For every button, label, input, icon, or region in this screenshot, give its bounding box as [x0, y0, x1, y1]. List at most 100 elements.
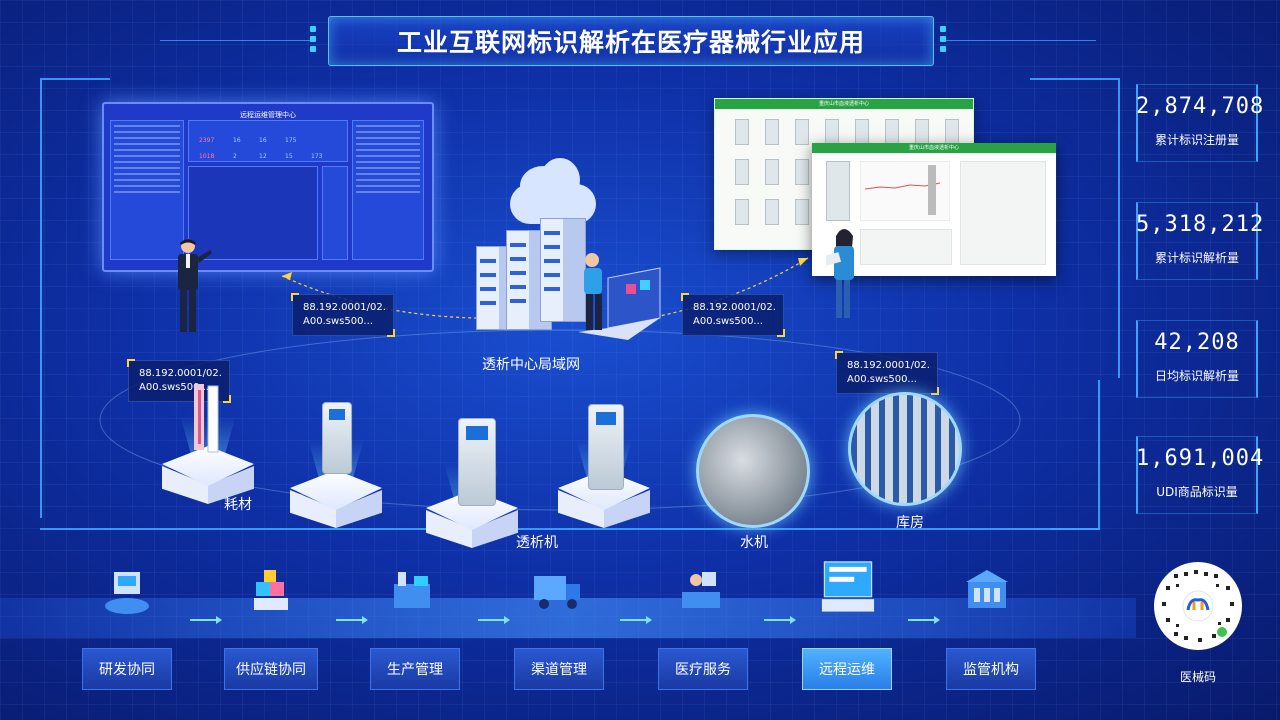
- flow-button-supply-chain[interactable]: 供应链协同: [224, 648, 318, 690]
- device-thumb: [765, 159, 779, 185]
- device-thumb: [735, 119, 749, 145]
- identifier-label: 88.192.0001/02. A00.sws500...: [681, 293, 785, 337]
- dashboard-panel-left: [110, 120, 184, 260]
- flow-button-remote-ops[interactable]: 远程运维: [802, 648, 892, 690]
- device-list-header: 重庆山市血液透析中心: [715, 99, 973, 109]
- stat-label: 日均标识解析量: [1154, 369, 1239, 383]
- stat-value: 2,874,708: [1136, 94, 1265, 119]
- device-thumb: [765, 119, 779, 145]
- device-params-panel: [860, 229, 952, 265]
- identifier-line: A00.sws500...: [303, 316, 373, 327]
- device-thumb: [765, 199, 779, 225]
- flow-arrow-icon: [478, 616, 510, 624]
- dashboard-panel-list: [322, 166, 348, 260]
- identifier-line: 88.192.0001/02.: [303, 302, 386, 313]
- warehouse-photo[interactable]: [848, 392, 962, 506]
- frame-bracket-right-lower: [1050, 380, 1100, 530]
- title-frame: 工业互联网标识解析在医疗器械行业应用: [328, 16, 934, 66]
- mini-program-qr-code[interactable]: [1154, 562, 1242, 650]
- dialysis-machine-icon[interactable]: [458, 418, 496, 506]
- rd-collaboration-icon: [105, 572, 149, 614]
- flow-arrow-icon: [190, 616, 222, 624]
- flow-button-channel[interactable]: 渠道管理: [514, 648, 604, 690]
- metric-value: 15: [285, 153, 293, 160]
- metric-value: 12: [259, 153, 267, 160]
- consumables-label: 耗材: [224, 497, 252, 513]
- stat-total-resolutions: 5,318,212 累计标识解析量: [1136, 202, 1265, 280]
- infusion-stand-icon[interactable]: [322, 402, 352, 474]
- consumables-icon[interactable]: [190, 380, 230, 456]
- stat-label: 累计标识解析量: [1154, 251, 1239, 265]
- flow-button-medical-service[interactable]: 医疗服务: [658, 648, 748, 690]
- presenter-person-icon: [178, 239, 212, 332]
- qr-pattern-icon: [1162, 570, 1234, 642]
- metric-value: 173: [311, 153, 323, 160]
- stat-label: 累计标识注册量: [1154, 133, 1239, 147]
- stat-value: 1,691,004: [1136, 446, 1265, 471]
- stat-value: 42,208: [1154, 330, 1240, 355]
- identifier-label: 88.192.0001/02. A00.sws500...: [835, 351, 939, 395]
- identifier-line: 88.192.0001/02.: [693, 302, 776, 313]
- identifier-line: 88.192.0001/02.: [847, 360, 930, 371]
- medical-service-icon: [682, 572, 720, 608]
- device-thumb: [735, 199, 749, 225]
- device-thumb: [795, 159, 809, 185]
- dashboard-title: 远程运维管理中心: [240, 111, 296, 119]
- flow-button-label: 监管机构: [963, 662, 1019, 678]
- production-icon: [394, 572, 430, 608]
- stat-daily-resolutions: 42,208 日均标识解析量: [1136, 320, 1258, 398]
- dashboard-panel-right: [352, 120, 424, 260]
- frame-bracket-bottom: [40, 520, 1100, 530]
- identifier-line: A00.sws500...: [847, 374, 917, 385]
- warehouse-label: 库房: [896, 515, 924, 531]
- lan-label: 透析中心局域网: [482, 357, 580, 373]
- flow-button-label: 远程运维: [819, 662, 875, 678]
- device-thumb: [795, 199, 809, 225]
- title-wing-right: [940, 26, 1096, 56]
- stat-udi-products: 1,691,004 UDI商品标识量: [1136, 436, 1265, 514]
- operator-person-icon: [826, 229, 854, 318]
- flow-button-production[interactable]: 生产管理: [370, 648, 460, 690]
- laptop-engineer-icon: [578, 253, 661, 340]
- equipment-pedestal: [290, 440, 382, 530]
- water-label: 水机: [740, 535, 768, 551]
- dashboard-panel-map: [188, 166, 318, 260]
- flow-arrow-icon: [908, 616, 940, 624]
- device-info-panel: [960, 161, 1046, 265]
- device-thumb: [795, 119, 809, 145]
- identifier-line: 88.192.0001/02.: [139, 368, 222, 379]
- channel-truck-icon: [534, 576, 580, 609]
- metric-value: 2397: [199, 137, 215, 144]
- flow-button-label: 生产管理: [387, 662, 443, 678]
- identifier-line: A00.sws500...: [693, 316, 763, 327]
- dialysis-machine-icon[interactable]: [588, 404, 624, 490]
- stat-label: UDI商品标识量: [1156, 485, 1238, 499]
- device-image: [826, 161, 850, 221]
- remote-ops-icon: [821, 561, 875, 612]
- regulator-building-icon: [966, 570, 1008, 608]
- metric-value: 16: [233, 137, 241, 144]
- flow-button-rd[interactable]: 研发协同: [82, 648, 172, 690]
- qr-label: 医械码: [1179, 670, 1216, 684]
- remote-ops-dashboard-screen[interactable]: 远程运维管理中心 2397 16 16 175 1018 2 12 15 173: [102, 102, 434, 272]
- metric-value: 1018: [199, 153, 215, 160]
- device-detail-header: 重庆山市血液透析中心: [812, 143, 1056, 153]
- flow-arrow-icon: [336, 616, 368, 624]
- flow-button-label: 医疗服务: [675, 662, 731, 678]
- water-machine-photo[interactable]: [696, 414, 810, 528]
- page-title: 工业互联网标识解析在医疗器械行业应用: [396, 28, 865, 57]
- title-wing-left: [160, 26, 316, 56]
- consumables-pedestal: [162, 416, 254, 506]
- supply-chain-icon: [254, 570, 288, 610]
- flow-button-label: 供应链协同: [236, 662, 306, 678]
- flow-button-label: 渠道管理: [531, 662, 587, 678]
- frame-bracket-top-left: [40, 78, 110, 518]
- frame-bracket-top-right: [1030, 78, 1120, 378]
- stat-value: 5,318,212: [1136, 212, 1265, 237]
- device-thumb: [735, 159, 749, 185]
- metric-value: 16: [259, 137, 267, 144]
- flow-arrow-icon: [620, 616, 652, 624]
- flow-button-label: 研发协同: [99, 662, 155, 678]
- flow-button-regulator[interactable]: 监管机构: [946, 648, 1036, 690]
- metric-value: 175: [285, 137, 297, 144]
